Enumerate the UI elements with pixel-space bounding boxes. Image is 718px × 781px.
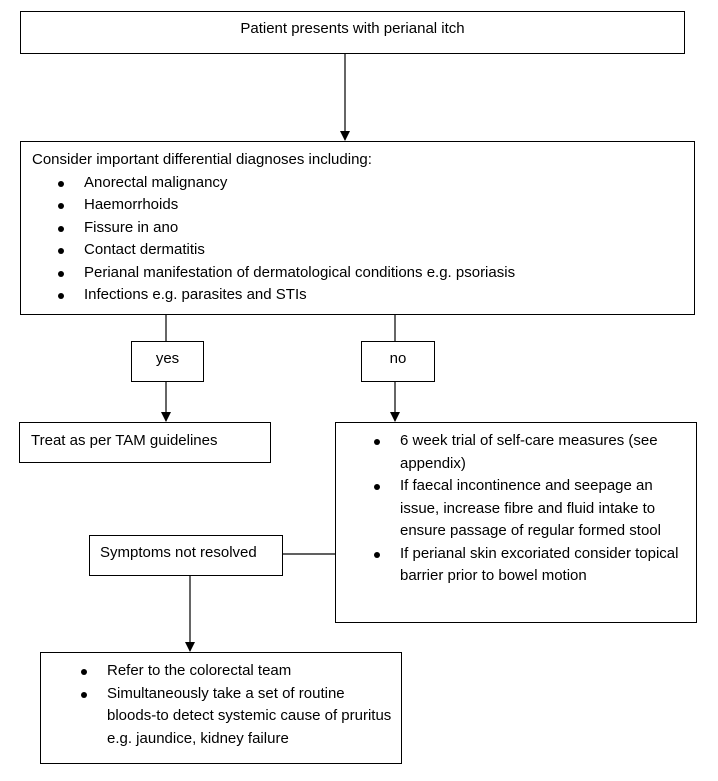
list-item: Perianal manifestation of dermatological… bbox=[58, 262, 686, 285]
treat-box: Treat as per TAM guidelines bbox=[19, 422, 271, 463]
list-item: Simultaneously take a set of routine blo… bbox=[81, 683, 393, 751]
bullet-icon bbox=[58, 225, 64, 232]
bullet-icon bbox=[374, 439, 380, 445]
refer-box: Refer to the colorectal team Simultaneou… bbox=[40, 652, 402, 764]
list-item: 6 week trial of self-care measures (see … bbox=[374, 430, 686, 475]
bullet-icon bbox=[58, 203, 64, 209]
bullet-icon bbox=[374, 551, 380, 558]
bullet-icon bbox=[58, 248, 64, 254]
no-box: no bbox=[361, 341, 435, 382]
no-label: no bbox=[389, 350, 407, 367]
list-item: Fissure in ano bbox=[58, 217, 686, 240]
list-item: If faecal incontinence and seepage an is… bbox=[374, 475, 686, 543]
list-item: Refer to the colorectal team bbox=[81, 660, 393, 683]
yes-label: yes bbox=[155, 350, 180, 367]
list-item: Contact dermatitis bbox=[58, 239, 686, 262]
differentials-heading: Consider important differential diagnose… bbox=[32, 151, 372, 168]
bullet-icon bbox=[374, 484, 380, 490]
start-box: Patient presents with perianal itch bbox=[20, 11, 685, 54]
start-text: Patient presents with perianal itch bbox=[240, 20, 465, 37]
bullet-icon bbox=[58, 270, 64, 277]
list-item: Haemorrhoids bbox=[58, 194, 686, 217]
not-resolved-box: Symptoms not resolved bbox=[89, 535, 283, 576]
bullet-icon bbox=[81, 691, 87, 698]
list-item: Infections e.g. parasites and STIs bbox=[58, 284, 686, 307]
selfcare-box: 6 week trial of self-care measures (see … bbox=[335, 422, 697, 623]
bullet-icon bbox=[58, 293, 64, 299]
list-item: Anorectal malignancy bbox=[58, 172, 686, 195]
bullet-icon bbox=[81, 669, 87, 675]
bullet-icon bbox=[58, 180, 64, 187]
differentials-box: Consider important differential diagnose… bbox=[20, 141, 695, 315]
treat-text: Treat as per TAM guidelines bbox=[31, 432, 218, 449]
selfcare-list: 6 week trial of self-care measures (see … bbox=[374, 430, 686, 588]
differentials-list: Anorectal malignancy Haemorrhoids Fissur… bbox=[32, 172, 686, 307]
not-resolved-text: Symptoms not resolved bbox=[100, 544, 257, 561]
list-item: If perianal skin excoriated consider top… bbox=[374, 543, 686, 588]
refer-list: Refer to the colorectal team Simultaneou… bbox=[81, 660, 393, 751]
yes-box: yes bbox=[131, 341, 204, 382]
